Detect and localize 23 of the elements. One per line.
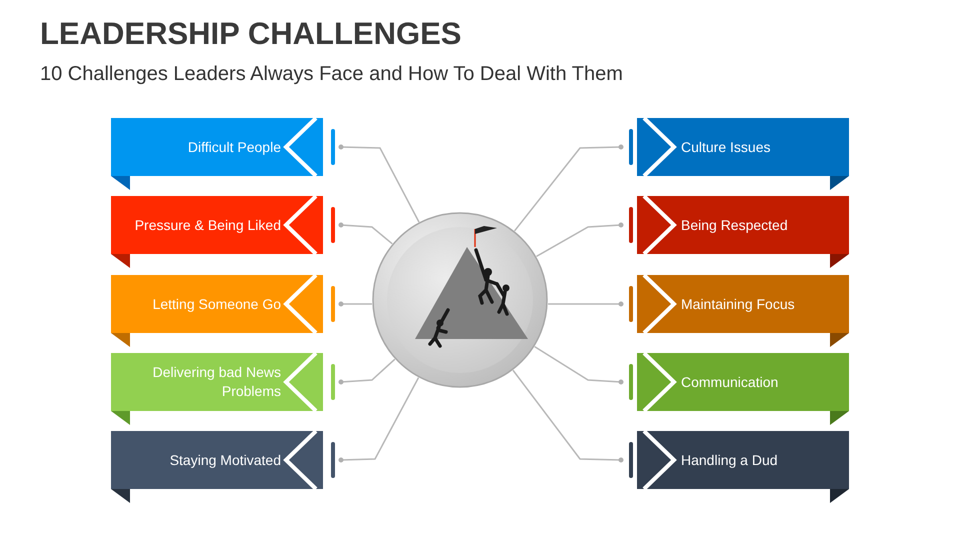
banner-label: Being Respected: [681, 216, 788, 234]
connector-line: [534, 346, 624, 384]
title: LEADERSHIP CHALLENGES: [40, 15, 462, 53]
connector-line: [338, 222, 393, 244]
banner-label: Culture Issues: [681, 138, 770, 156]
banner-label: Delivering bad News Problems: [152, 363, 281, 401]
connector-line: [338, 144, 420, 222]
banner-label: Letting Someone Go: [152, 294, 281, 314]
connector-line: [338, 377, 420, 462]
banner-label: Pressure & Being Liked: [134, 216, 281, 234]
banner-label: Communication: [681, 372, 778, 392]
mountain-climbers-drawing: [372, 212, 548, 388]
banner-label: Staying Motivated: [170, 450, 281, 470]
subtitle: 10 Challenges Leaders Always Face and How To Deal With Them: [40, 62, 623, 87]
connector-line: [514, 144, 624, 232]
connector-line: [512, 370, 624, 462]
connector-line: [536, 222, 624, 258]
connector-line: [548, 302, 624, 306]
banner-label: Maintaining Focus: [681, 294, 795, 314]
connector-line: [338, 358, 396, 384]
connector-line: [338, 302, 372, 306]
banner-label: Handling a Dud: [681, 450, 778, 470]
banner-label: Difficult People: [188, 138, 281, 156]
